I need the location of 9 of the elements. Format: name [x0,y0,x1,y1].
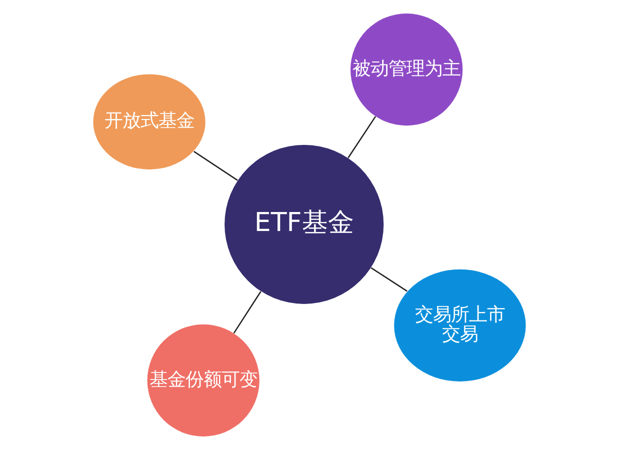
node-ellipse: 交易所上市交易 [394,269,526,382]
node-circle: ETF基金 [224,144,384,304]
connector [370,267,407,292]
node-circle: 被动管理为主 [350,14,462,126]
connector [347,116,376,158]
connector [193,150,238,181]
node-circle: 基金份额可变 [146,324,259,436]
connector [232,291,261,334]
node-ellipse: 开放式基金 [92,74,205,170]
